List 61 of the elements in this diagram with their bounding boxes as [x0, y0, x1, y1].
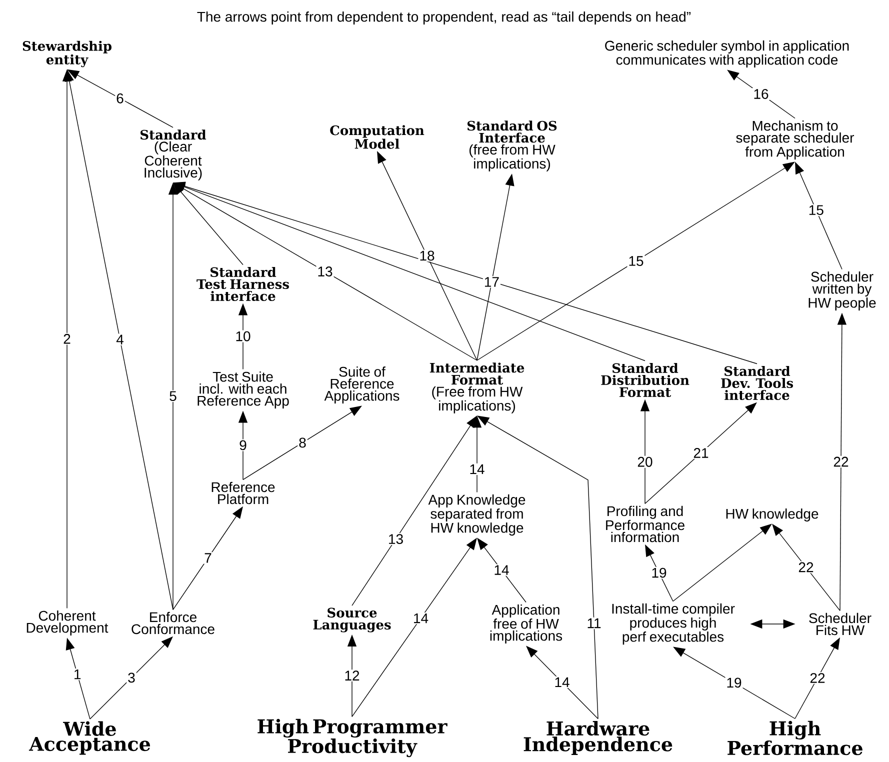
edge-label: 17 [482, 276, 500, 288]
edge-label: 21 [692, 447, 710, 459]
edge-label: 14 [553, 676, 571, 688]
edge-label: 4 [115, 334, 125, 346]
concept-text: Generic scheduler symbol in application communicates with application code [605, 40, 849, 68]
goal-text: High Performance [728, 720, 862, 756]
edge-label: 2 [62, 332, 72, 345]
edge-label: 14 [492, 564, 510, 576]
edge-label: 10 [234, 330, 252, 342]
concept-text: App Knowledge separated from HW knowledge [428, 494, 526, 536]
concept-text: Reference Platform [212, 482, 275, 504]
edge-label: 19 [650, 566, 668, 579]
edge-label: 5 [168, 390, 178, 402]
arrow [727, 70, 796, 119]
edge-label: 13 [386, 533, 405, 545]
edge-label: 13 [316, 266, 334, 278]
edge-label: 16 [752, 88, 770, 100]
edge-label: 22 [808, 672, 826, 684]
concept-text: Profiling and Performance information [606, 506, 684, 542]
concept-text: Scheduler Fits HW [809, 612, 872, 636]
concept-text: Scheduler written by HW people [808, 271, 876, 311]
concept-text: HW knowledge [726, 508, 818, 522]
edge-label: 7 [203, 552, 213, 564]
concept-text: Install-time compiler produces high perf executables [612, 603, 735, 645]
edge-label: 3 [126, 672, 136, 684]
edge-label: 18 [418, 250, 436, 262]
edge-label: 9 [238, 439, 248, 452]
heading-text: Standard Test Harness interface [196, 266, 289, 302]
concept-text: Enforce Conformance [132, 612, 214, 634]
goal-text: High Programmer Productivity [258, 718, 448, 758]
goal-text: Hardware Independence [524, 720, 672, 756]
edge-label: 1 [72, 668, 82, 680]
arrow [672, 524, 772, 602]
arrow [242, 406, 362, 480]
edge-label: 15 [627, 255, 645, 267]
edge-label: 14 [468, 463, 486, 476]
heading-text: Standard Distribution Format [601, 362, 690, 398]
concept-text: Test Suite incl. with each Reference App [198, 371, 289, 409]
concept-text: Standard OS Interface (free from HW implications) [467, 120, 557, 172]
heading-text: Computation Model [330, 125, 424, 149]
heading-text: Standard Dev. Tools interface [721, 366, 794, 400]
heading-text: Stewardship entity [22, 40, 112, 68]
edge-label: 12 [343, 670, 361, 682]
concept-text: Application free of HW implications [490, 604, 562, 644]
edge-label: 14 [412, 612, 430, 624]
edge-label: 8 [298, 436, 308, 449]
edge-label: 20 [636, 456, 654, 468]
edge-label: 22 [832, 456, 850, 468]
goal-text: Wide Acceptance [28, 721, 150, 755]
edge-label: 11 [586, 617, 602, 630]
concept-text: Suite of Reference Applications [324, 366, 400, 404]
heading-text: Source Languages [313, 608, 391, 632]
edge-label: 6 [115, 92, 125, 104]
concept-text: Mechanism to separate scheduler from Application [736, 120, 854, 160]
edge-label: 15 [807, 204, 825, 216]
concept-text: Intermediate Format (Free from HW implications) [430, 362, 524, 414]
concept-text: Standard (Clear Coherent Inclusive) [140, 130, 206, 180]
concept-text: Coherent Development [26, 610, 108, 636]
title: The arrows point from dependent to propendent, read as “tail depends on head” [197, 11, 690, 25]
edge-label: 22 [797, 561, 815, 574]
edge-label: 19 [725, 676, 743, 689]
